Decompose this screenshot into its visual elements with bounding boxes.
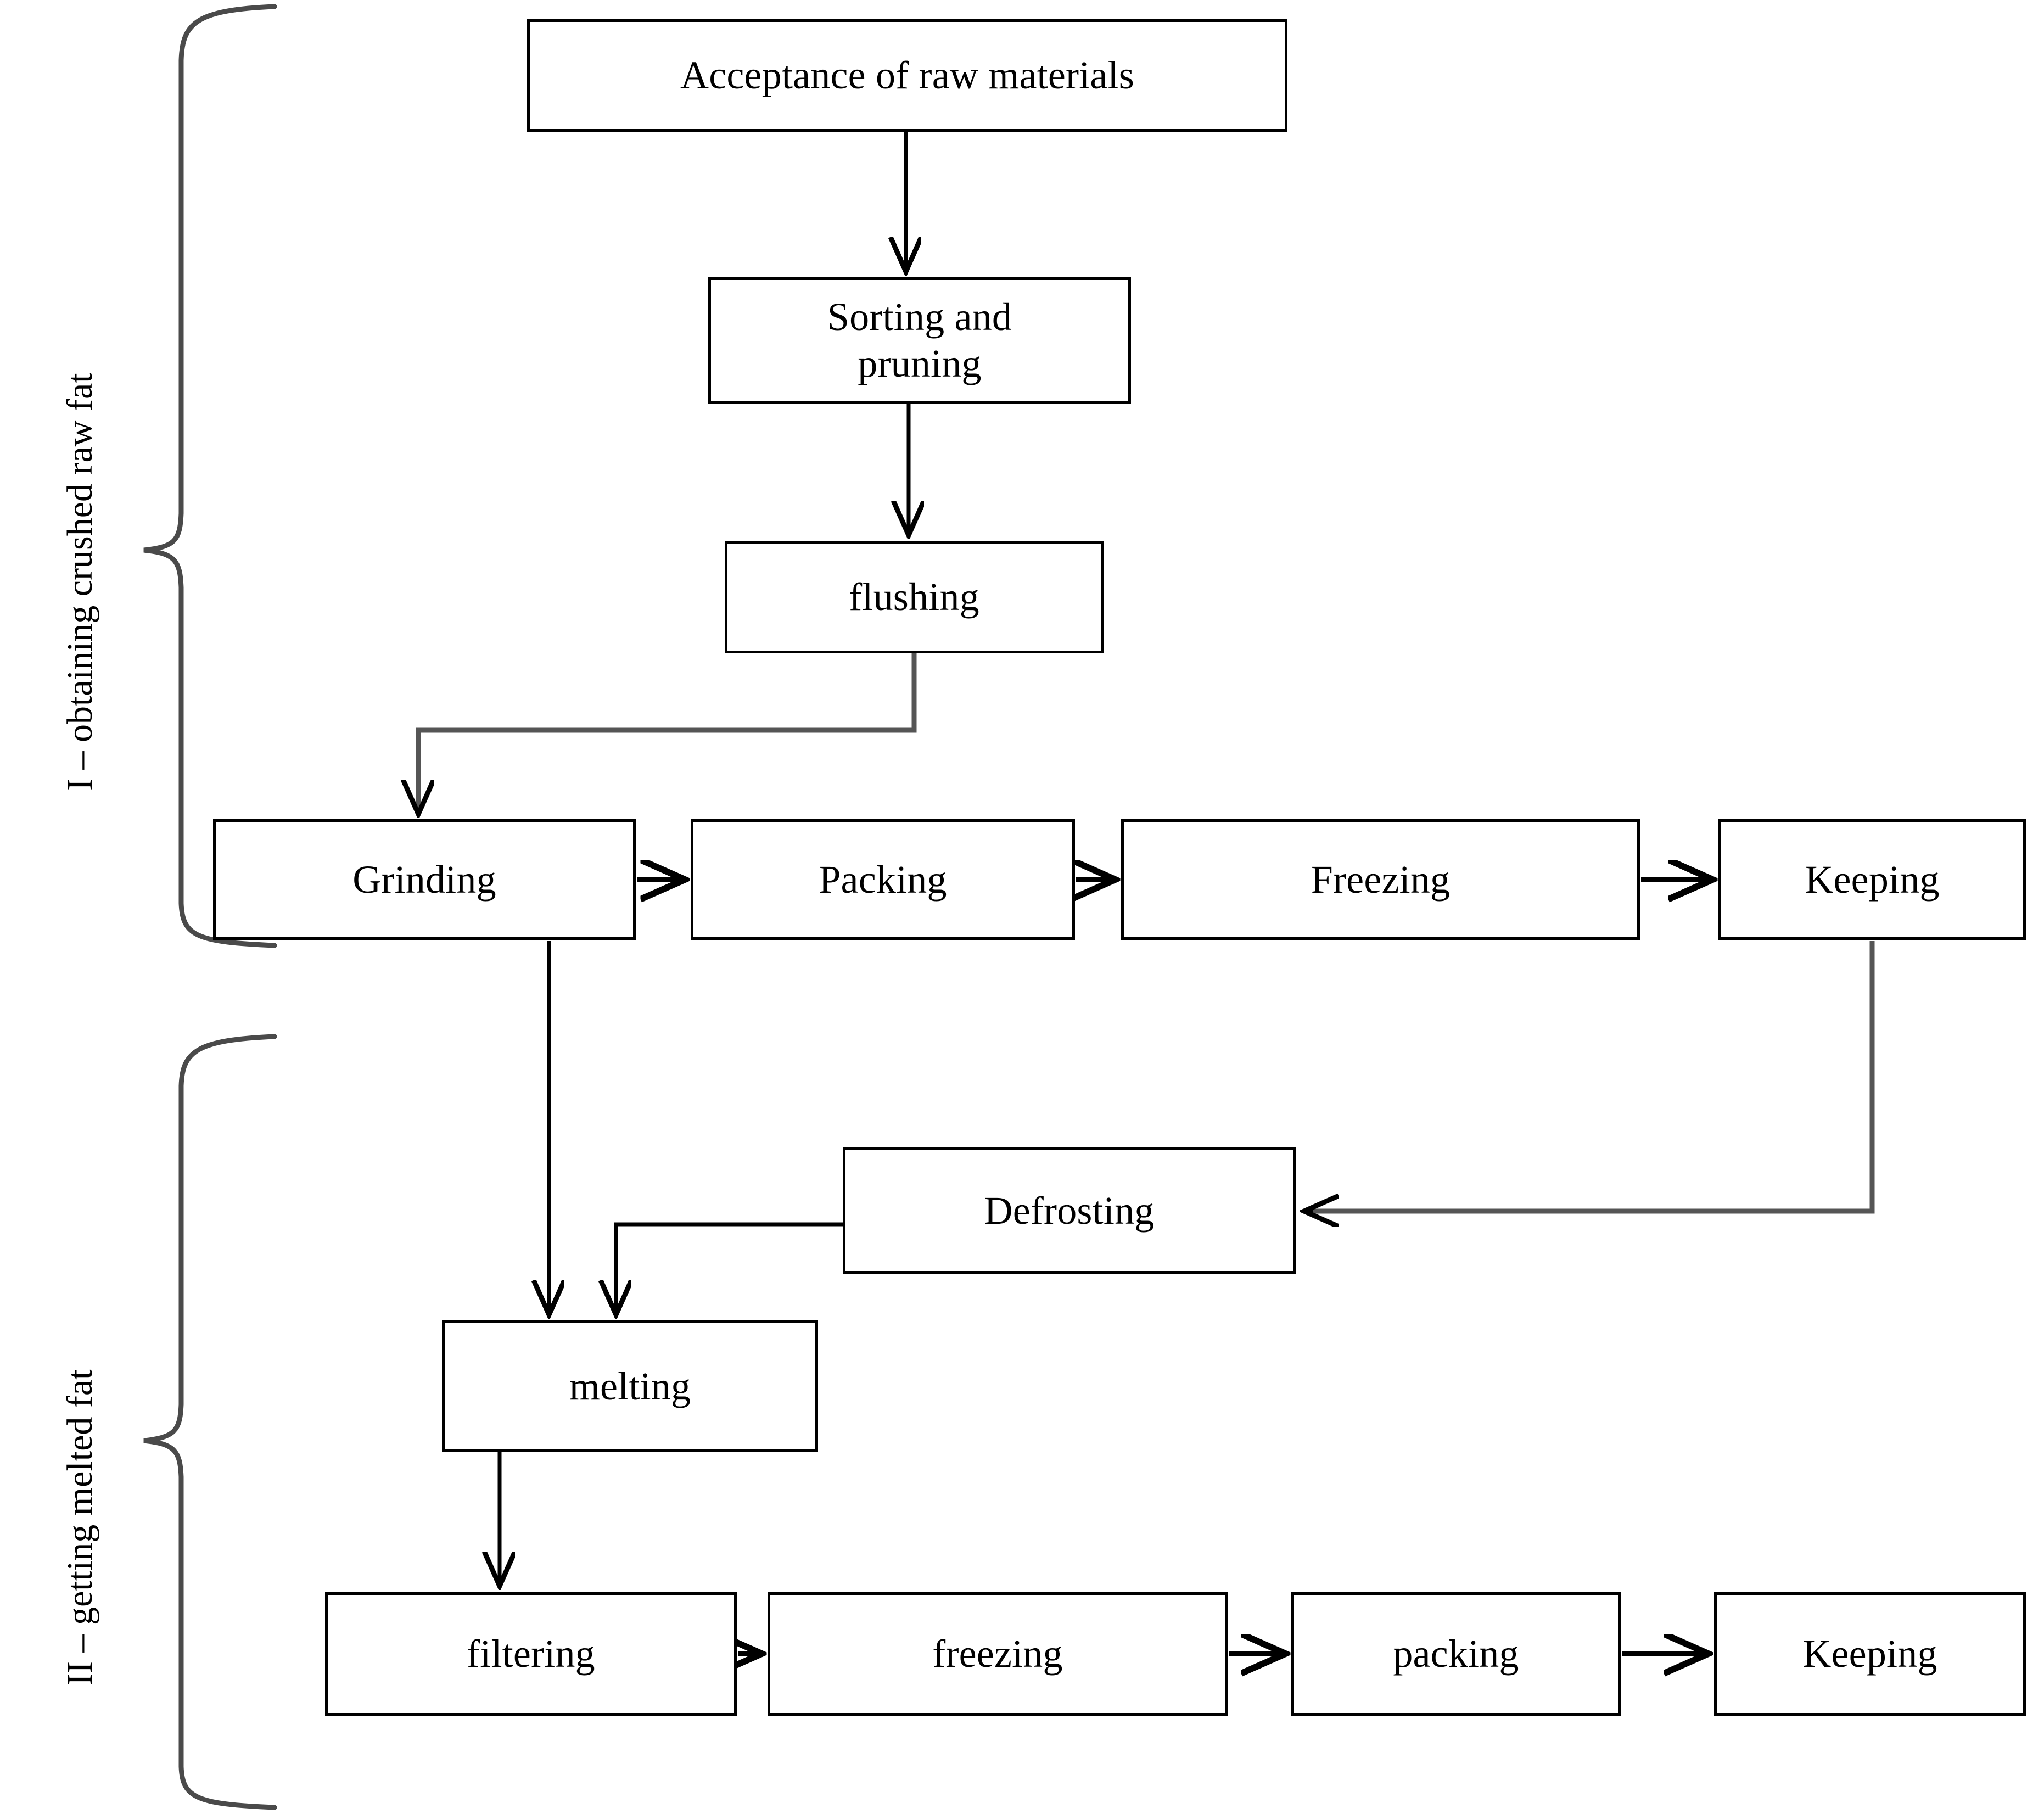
edge-keeping-defrosting xyxy=(1306,941,1875,1211)
node-label: Grinding xyxy=(352,857,496,902)
node-label: Packing xyxy=(819,857,947,902)
node-label: melting xyxy=(569,1364,691,1408)
node-label: Freezing xyxy=(1311,857,1451,902)
node-grinding[interactable]: Grinding xyxy=(213,819,636,940)
node-label: packing xyxy=(1393,1632,1519,1676)
node-label: Keeping xyxy=(1805,857,1940,902)
node-label: flushing xyxy=(849,575,979,619)
node-label: filtering xyxy=(467,1632,595,1676)
brace-stage-1 xyxy=(143,4,277,948)
node-defrosting[interactable]: Defrosting xyxy=(843,1147,1296,1274)
node-flushing[interactable]: flushing xyxy=(725,541,1104,653)
node-packing-top[interactable]: Packing xyxy=(691,819,1075,940)
node-keeping-bottom[interactable]: Keeping xyxy=(1714,1592,2026,1716)
stage-label-ii: II – getting melted fat xyxy=(60,1369,100,1686)
node-packing-bottom[interactable]: packing xyxy=(1291,1592,1621,1716)
node-sorting-and-pruning[interactable]: Sorting and pruning xyxy=(708,277,1131,404)
stage-label-i: I – obtaining crushed raw fat xyxy=(60,373,100,791)
node-label: freezing xyxy=(932,1632,1063,1676)
node-acceptance[interactable]: Acceptance of raw materials xyxy=(527,19,1287,132)
node-melting[interactable]: melting xyxy=(442,1320,818,1452)
node-freezing-top[interactable]: Freezing xyxy=(1121,819,1640,940)
node-label: Keeping xyxy=(1802,1632,1937,1676)
edge-flushing-grinding xyxy=(418,653,917,813)
node-filtering[interactable]: filtering xyxy=(325,1592,737,1716)
node-label: Sorting and pruning xyxy=(827,295,1012,385)
edge-defrosting-melting xyxy=(616,1222,843,1313)
node-freezing-bottom[interactable]: freezing xyxy=(768,1592,1228,1716)
node-label: Acceptance of raw materials xyxy=(680,53,1134,98)
node-keeping-top[interactable]: Keeping xyxy=(1718,819,2026,940)
brace-stage-2 xyxy=(143,1034,277,1810)
node-label: Defrosting xyxy=(984,1188,1155,1233)
